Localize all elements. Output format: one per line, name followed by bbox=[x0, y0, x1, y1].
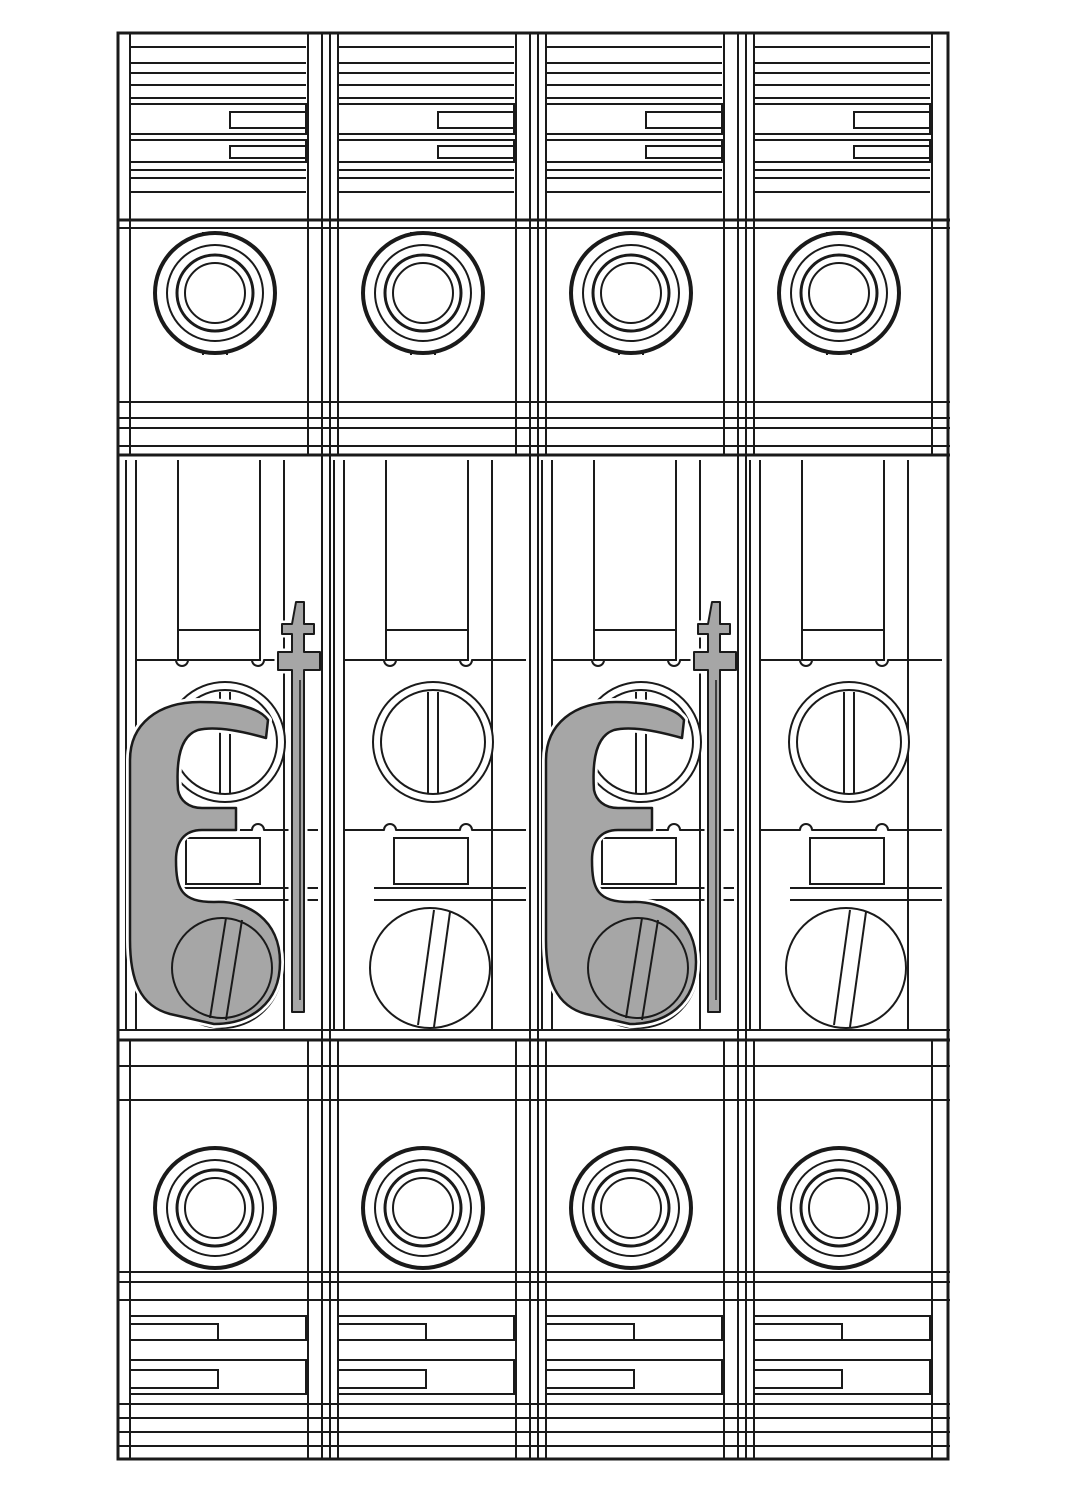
marker-tab-bottom-2 bbox=[337, 1369, 427, 1389]
test-pin bbox=[277, 601, 321, 1013]
marker-tab-top bbox=[437, 111, 515, 129]
notch-line bbox=[136, 659, 318, 667]
screw-slot bbox=[433, 911, 451, 1028]
release-lever bbox=[128, 700, 282, 1026]
notch-line bbox=[344, 823, 526, 831]
marker-tab-bottom bbox=[337, 1323, 427, 1341]
terminal-screw-hole bbox=[392, 262, 454, 324]
marker-tab-top bbox=[645, 111, 723, 129]
screw-slot bbox=[417, 909, 435, 1026]
marker-tab-bottom bbox=[753, 1323, 843, 1341]
screw-slot bbox=[849, 911, 867, 1028]
lever-screw-slot bbox=[641, 919, 659, 1021]
marker-tab-top-2 bbox=[437, 145, 515, 159]
clamp-screw bbox=[785, 907, 907, 1029]
terminal-screw-hole bbox=[600, 262, 662, 324]
release-tool-1 bbox=[126, 598, 324, 1028]
fuse-window bbox=[177, 629, 261, 661]
terminal-screw-hole bbox=[184, 262, 246, 324]
test-pin bbox=[693, 601, 737, 1013]
connector-window bbox=[601, 837, 677, 885]
terminal-screw-hole bbox=[808, 1177, 870, 1239]
terminal-screw-hole bbox=[392, 1177, 454, 1239]
marker-tab-top-2 bbox=[853, 145, 931, 159]
marker-tab-bottom-2 bbox=[753, 1369, 843, 1389]
marker-tab-bottom bbox=[545, 1323, 635, 1341]
lever-screw-edge bbox=[171, 917, 273, 1019]
release-screw-inner bbox=[796, 689, 902, 795]
release-lever bbox=[544, 700, 698, 1026]
marker-tab-bottom bbox=[129, 1323, 219, 1341]
terminal-screw-hole bbox=[184, 1177, 246, 1239]
screw-slot bbox=[833, 909, 851, 1026]
connector-window bbox=[809, 837, 885, 885]
clamp-screw bbox=[369, 907, 491, 1029]
marker-tab-bottom-2 bbox=[129, 1369, 219, 1389]
lever-screw-slot bbox=[625, 917, 643, 1019]
notch-line bbox=[760, 823, 942, 831]
release-screw-inner bbox=[380, 689, 486, 795]
marker-tab-bottom-2 bbox=[545, 1369, 635, 1389]
marker-tab-top bbox=[229, 111, 307, 129]
release-tool-3 bbox=[542, 598, 740, 1028]
module-2 bbox=[321, 33, 534, 1459]
terminal-screw-hole bbox=[600, 1177, 662, 1239]
module-4 bbox=[737, 33, 950, 1459]
fuse-window bbox=[593, 629, 677, 661]
module-1 bbox=[118, 33, 326, 1459]
notch-line bbox=[344, 659, 526, 667]
lever-screw-slot bbox=[225, 919, 243, 1021]
connector-window bbox=[185, 837, 261, 885]
notch-line bbox=[760, 659, 942, 667]
connector-window bbox=[393, 837, 469, 885]
lever-screw-slot bbox=[209, 917, 227, 1019]
marker-tab-top-2 bbox=[645, 145, 723, 159]
fuse-window bbox=[801, 629, 885, 661]
module-3 bbox=[529, 33, 742, 1459]
terminal-screw-hole bbox=[808, 262, 870, 324]
fuse-window bbox=[385, 629, 469, 661]
notch-line bbox=[552, 659, 734, 667]
marker-tab-top bbox=[853, 111, 931, 129]
lever-screw-edge bbox=[587, 917, 689, 1019]
marker-tab-top-2 bbox=[229, 145, 307, 159]
